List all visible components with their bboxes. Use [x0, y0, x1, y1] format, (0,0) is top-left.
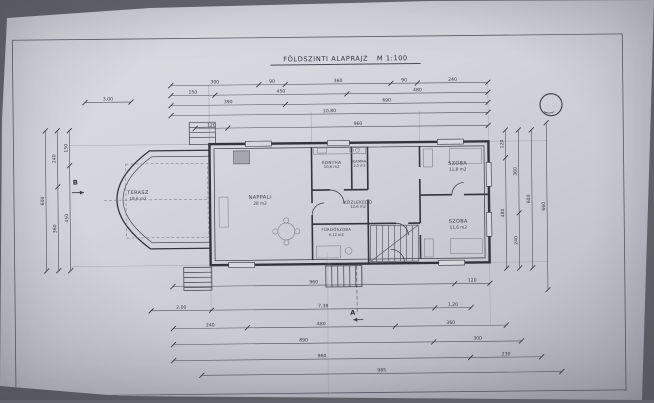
svg-text:3,00: 3,00	[103, 96, 113, 102]
drawing-title: FÖLDSZINTI ALAPRAJZ M 1:100	[270, 54, 420, 66]
svg-text:120: 120	[499, 139, 505, 148]
room-label-konyha: KONYHA 10,6 m2	[312, 160, 352, 170]
room-label-terasz: TERASZ 18,6 m2	[110, 190, 166, 202]
svg-text:240: 240	[513, 236, 519, 245]
svg-text:690: 690	[382, 98, 391, 104]
svg-text:600: 600	[40, 196, 46, 205]
room-label-szoba-bottom: SZOBA 11,6 m2	[432, 218, 484, 230]
svg-text:360: 360	[52, 224, 58, 233]
svg-text:10,80: 10,80	[323, 108, 336, 114]
svg-text:360: 360	[513, 167, 519, 176]
room-label-kamra: KAMRA 2,5 m2	[350, 160, 370, 169]
svg-text:480: 480	[317, 321, 326, 327]
svg-text:985: 985	[377, 368, 386, 374]
svg-text:150: 150	[63, 144, 69, 153]
stamp-circle	[540, 94, 562, 116]
svg-text:150: 150	[188, 90, 197, 96]
room-label-nappali: NAPPALI 28 m2	[232, 194, 288, 206]
svg-text:480: 480	[500, 208, 506, 217]
svg-text:90: 90	[401, 77, 407, 83]
svg-text:300: 300	[210, 79, 219, 85]
svg-text:120: 120	[207, 122, 216, 128]
svg-text:90: 90	[269, 79, 275, 85]
svg-text:230: 230	[502, 351, 511, 357]
room-label-szoba-top: SZOBA 11,8 m2	[432, 160, 484, 172]
svg-text:960: 960	[354, 121, 363, 127]
svg-text:360: 360	[334, 78, 343, 84]
room-label-kozlekedo: KÖZLEKEDŐ 12,6 m2	[322, 199, 394, 209]
svg-text:600: 600	[526, 194, 532, 203]
svg-text:240: 240	[52, 154, 58, 163]
svg-text:660: 660	[541, 202, 547, 211]
svg-text:2,00: 2,00	[176, 305, 186, 311]
svg-text:390: 390	[224, 99, 233, 105]
svg-text:480: 480	[413, 87, 422, 93]
svg-text:300: 300	[473, 336, 482, 342]
svg-text:120: 120	[468, 278, 477, 284]
title-text: FÖLDSZINTI ALAPRAJZ	[283, 55, 368, 64]
svg-text:890: 890	[299, 337, 308, 343]
section-marker-a: A	[350, 309, 355, 317]
svg-text:960: 960	[318, 353, 327, 359]
drawing-frame	[12, 34, 626, 397]
svg-text:240: 240	[206, 322, 215, 328]
internal-stair	[370, 225, 418, 262]
svg-text:1,20: 1,20	[448, 302, 458, 308]
section-marker-b: B	[73, 179, 78, 187]
dimension-layer: 3,00 300 90 360 90 240 150 450 480 390 690 10,80 120…	[39, 76, 565, 380]
scale-text: M 1:100	[377, 54, 408, 62]
svg-text:450: 450	[64, 214, 70, 223]
svg-text:450: 450	[277, 89, 286, 95]
svg-text:240: 240	[448, 77, 457, 83]
svg-text:360: 360	[446, 320, 455, 326]
svg-text:960: 960	[309, 279, 318, 285]
extension-lines	[69, 82, 550, 331]
room-label-furdoszoba: FÜRDŐSZOBA 6,12 m2	[310, 228, 362, 237]
